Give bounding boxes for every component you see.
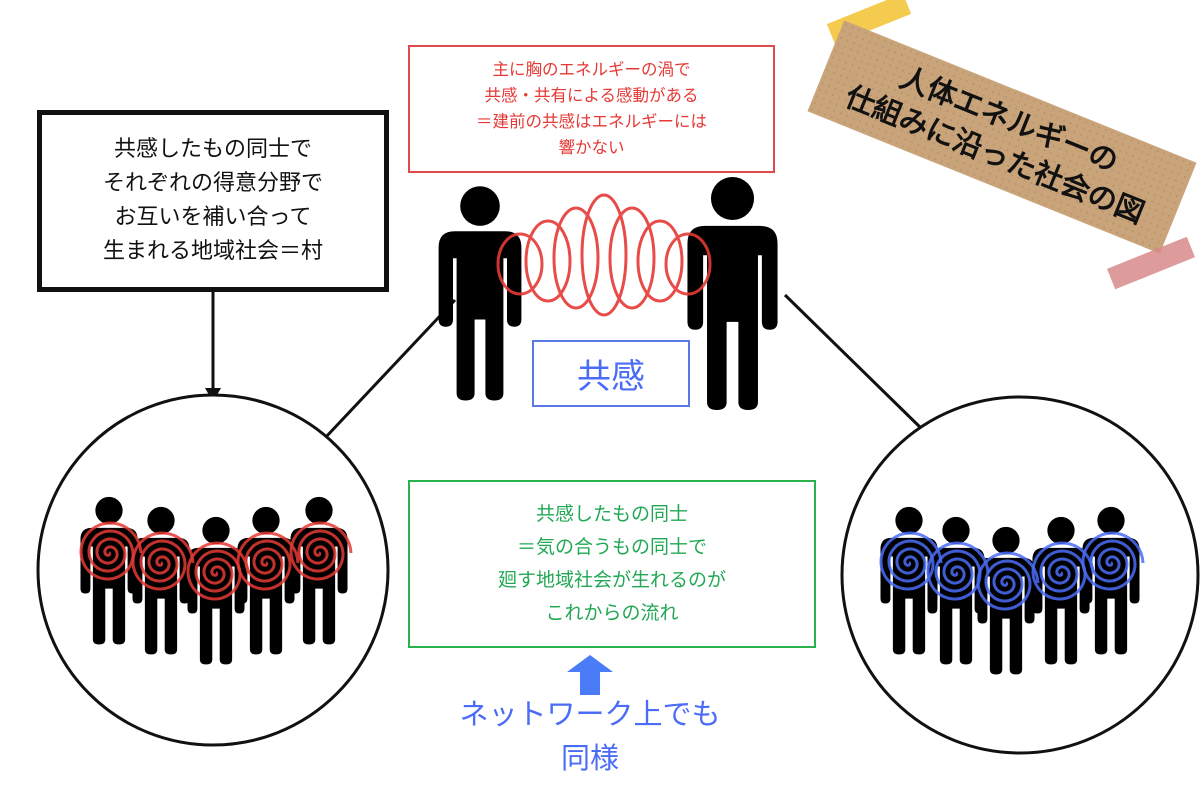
red-energy-spiral: [131, 531, 195, 591]
network-note: ネットワーク上でも 同様: [420, 692, 760, 780]
coil-loop: [636, 219, 684, 303]
text-line: 主に胸のエネルギーの渦で: [492, 60, 691, 79]
red-energy-spiral: [236, 531, 300, 591]
vortex-description-box: 主に胸のエネルギーの渦で 共感・共有による感動がある ＝建前の共感はエネルギーに…: [408, 45, 775, 173]
up-arrow-icon: [567, 655, 613, 695]
text-line: 響かない: [558, 138, 625, 157]
text-line: 同様: [560, 741, 619, 775]
coil-loop: [552, 206, 600, 310]
text-line: ＝建前の共感はエネルギーには: [476, 112, 707, 131]
empathy-label: 共感: [577, 357, 645, 397]
text-line: それぞれの得意分野で: [102, 171, 323, 196]
blue-energy-spiral: [879, 531, 943, 591]
text-line: 生まれる地域社会＝村: [102, 239, 323, 264]
connector-right: [783, 293, 927, 434]
future-flow-box: 共感したもの同士 ＝気の合うもの同士で 廻す地域社会が生れるのが これからの流れ: [408, 480, 816, 648]
coil-loop: [580, 193, 628, 317]
red-energy-spiral: [186, 541, 250, 601]
heart-energy-coil: [496, 193, 712, 317]
blue-energy-spiral: [1081, 531, 1145, 591]
empathy-box: 共感: [532, 340, 690, 407]
coil-loop: [664, 232, 712, 296]
text-line: 共感したもの同士で: [113, 137, 312, 162]
red-energy-spiral: [289, 521, 353, 581]
text-line: 共感・共有による感動がある: [484, 86, 699, 105]
text-line: 共感したもの同士: [535, 503, 688, 525]
person-left-icon: [438, 186, 522, 401]
text-line: ネットワーク上でも: [459, 697, 721, 731]
blue-energy-spiral: [926, 541, 990, 601]
person-right-icon: [687, 176, 778, 410]
connector-left: [323, 298, 457, 440]
coil-loop: [608, 206, 656, 310]
coil-loop: [524, 219, 572, 303]
blue-energy-spiral: [976, 551, 1040, 611]
red-energy-spiral: [79, 521, 143, 581]
text-line: これからの流れ: [545, 602, 679, 624]
coil-loop: [496, 232, 544, 296]
blue-energy-spiral: [1031, 541, 1095, 601]
text-line: 廻す地域社会が生れるのが: [497, 569, 726, 591]
village-description-box: 共感したもの同士で それぞれの得意分野で お互いを補い合って 生まれる地域社会＝…: [37, 110, 389, 292]
text-line: ＝気の合うもの同士で: [516, 536, 707, 558]
text-line: お互いを補い合って: [114, 205, 312, 230]
